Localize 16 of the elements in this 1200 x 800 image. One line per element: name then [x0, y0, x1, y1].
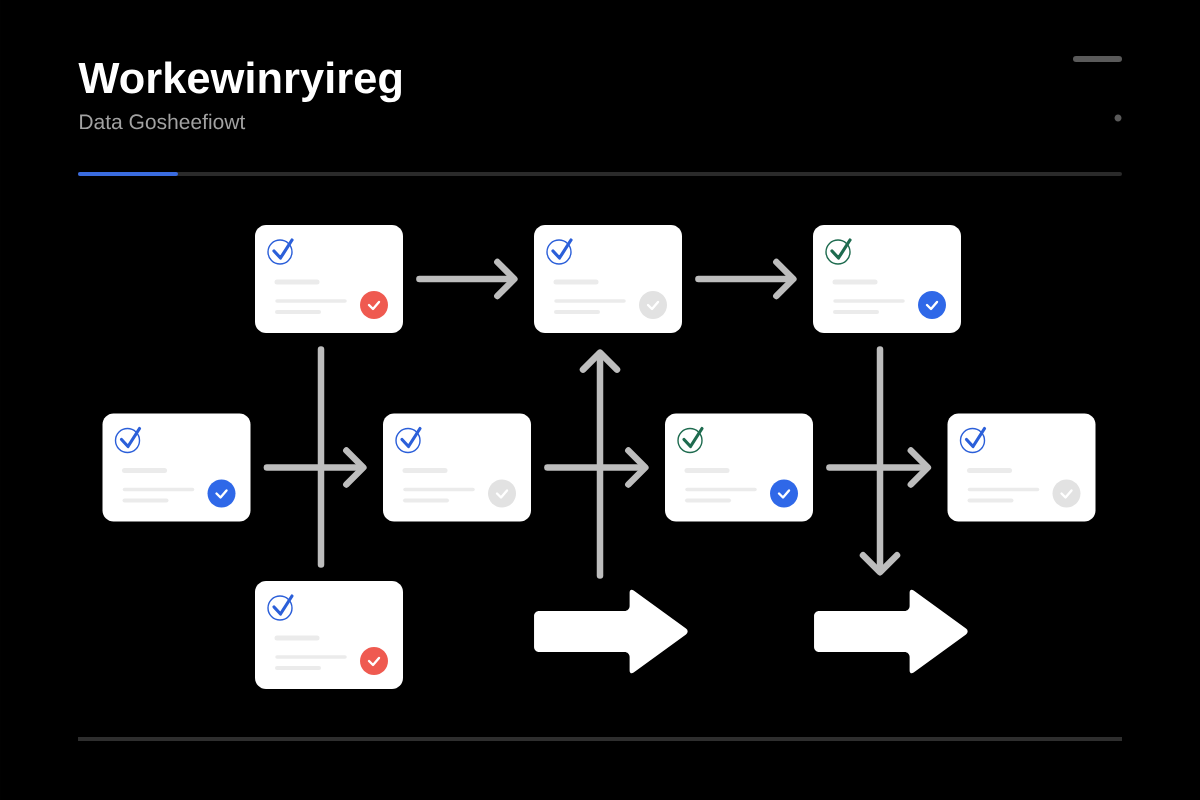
arrow [544, 447, 649, 488]
arrow [859, 346, 901, 576]
arrow [579, 349, 621, 579]
block-arrow [534, 589, 688, 674]
card [534, 225, 682, 333]
arrow [416, 258, 518, 300]
arrow [826, 447, 932, 488]
card [255, 225, 403, 333]
block-arrow [814, 589, 968, 674]
connector-line [317, 346, 325, 568]
arrow [695, 258, 797, 300]
card [255, 581, 403, 689]
title: Workewinryireg [78, 61, 402, 103]
subtitle: Data Gosheefiowt [80, 113, 246, 130]
arrow [263, 447, 367, 488]
card [813, 225, 961, 333]
